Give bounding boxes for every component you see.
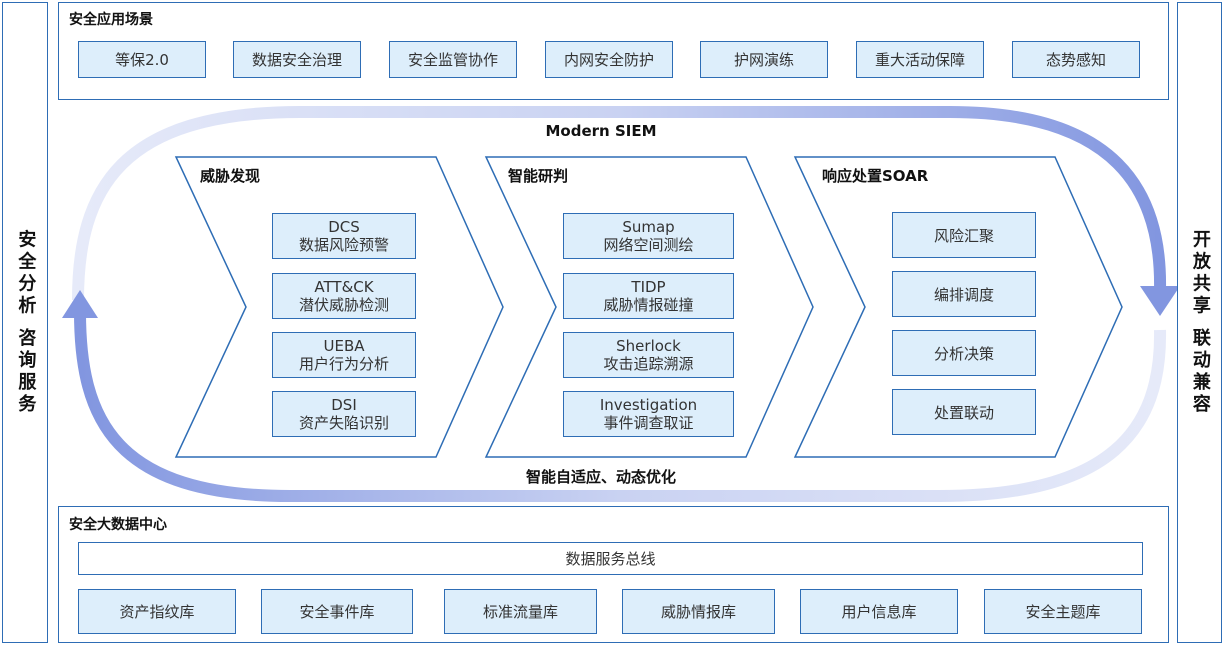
cycle-right-arrowhead [1140,286,1180,316]
scenarios-section: 安全应用场景 等保2.0 数据安全治理 安全监管协作 内网安全防护 护网演练 重… [58,2,1169,100]
scenario-item: 数据安全治理 [233,41,361,78]
cycle-top-label: Modern SIEM [545,122,657,140]
data-center-item: 安全主题库 [984,589,1142,634]
data-center-item: 标准流量库 [444,589,597,634]
cycle-bottom-label: 智能自适应、动态优化 [525,468,677,486]
scenario-item: 内网安全防护 [545,41,673,78]
stage-title-discovery: 威胁发现 [200,167,261,185]
right-panel-title: 开放共享 联动兼容 [1189,229,1211,416]
data-center-item: 资产指纹库 [78,589,236,634]
data-center-item: 安全事件库 [261,589,413,634]
stage-title-analysis: 智能研判 [508,167,569,185]
stage-response-item: 分析决策 [892,330,1036,376]
scenario-item: 护网演练 [700,41,828,78]
stage-response-item: 风险汇聚 [892,212,1036,258]
cycle-bottom-arc [74,311,1167,502]
data-center-item: 用户信息库 [800,589,958,634]
stage-response-item: 编排调度 [892,271,1036,317]
cycle-top-arc [72,106,1167,301]
scenario-item: 态势感知 [1012,41,1140,78]
left-panel-title: 安全分析 咨询服务 [15,229,37,416]
scenario-item: 等保2.0 [78,41,206,78]
scenario-item: 安全监管协作 [389,41,517,78]
left-side-panel: 安全分析 咨询服务 [2,2,48,643]
data-center-section: 安全大数据中心 数据服务总线 资产指纹库 安全事件库 标准流量库 威胁情报库 用… [58,506,1169,643]
data-center-item: 威胁情报库 [622,589,775,634]
scenario-item: 重大活动保障 [856,41,984,78]
stage-title-response: 响应处置SOAR [822,167,929,185]
stage-response-item: 处置联动 [892,389,1036,435]
cycle-left-arrowhead [62,290,98,318]
data-center-title: 安全大数据中心 [69,517,167,533]
scenarios-title: 安全应用场景 [69,12,153,28]
data-service-bus: 数据服务总线 [78,542,1143,575]
right-side-panel: 开放共享 联动兼容 [1177,2,1222,643]
